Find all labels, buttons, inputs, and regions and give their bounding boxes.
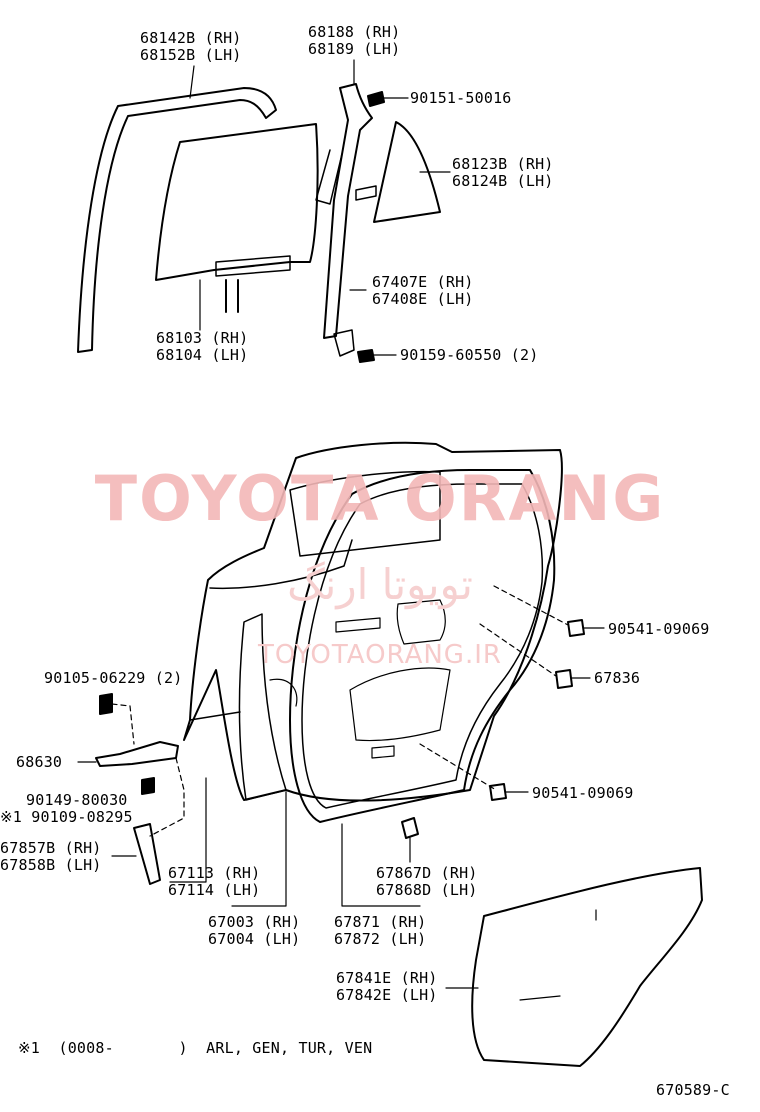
glass-run-channel xyxy=(77,87,277,353)
division-bar xyxy=(315,83,377,357)
door-weatherstrip xyxy=(289,469,556,823)
quarter-glass xyxy=(373,121,441,223)
label-67857B: 67857B (RH) xyxy=(0,839,102,857)
label-90541-upper: 90541-09069 xyxy=(608,620,710,638)
label-68104: 68104 (LH) xyxy=(156,346,249,364)
label-90149: 90149-80030 xyxy=(26,791,128,809)
label-67114: 67114 (LH) xyxy=(168,881,261,899)
label-90159: 90159-60550 (2) xyxy=(400,346,539,364)
door-trim-board xyxy=(445,867,703,1067)
door-check-cover xyxy=(111,823,161,885)
clip-90541-lower xyxy=(489,783,529,801)
label-68152B: 68152B (LH) xyxy=(140,46,242,64)
watermark-main: TOYOTA ORANG xyxy=(94,462,666,535)
label-90105: 90105-06229 (2) xyxy=(44,669,183,687)
footnote: ※1 (0008- ) ARL, GEN, TUR, VEN xyxy=(18,1039,373,1057)
label-67872: 67872 (LH) xyxy=(334,930,427,948)
label-67858B: 67858B (LH) xyxy=(0,856,102,874)
door-glass xyxy=(155,123,319,313)
label-90541-lower: 90541-09069 xyxy=(532,784,634,802)
label-67836: 67836 xyxy=(594,669,641,687)
label-68124B: 68124B (LH) xyxy=(452,172,554,190)
label-67407E: 67407E (RH) xyxy=(372,273,474,291)
label-67867D: 67867D (RH) xyxy=(376,864,478,882)
label-67408E: 67408E (LH) xyxy=(372,290,474,308)
label-68103: 68103 (RH) xyxy=(156,329,249,347)
screw-90151 xyxy=(367,91,409,107)
label-67113: 67113 (RH) xyxy=(168,864,261,882)
label-67841E: 67841E (RH) xyxy=(336,969,438,987)
label-67868D: 67868D (LH) xyxy=(376,881,478,899)
label-67871: 67871 (RH) xyxy=(334,913,427,931)
door-check xyxy=(77,693,179,795)
label-68123B: 68123B (RH) xyxy=(452,155,554,173)
label-90109: ※1 90109-08295 xyxy=(0,808,133,826)
label-67842E: 67842E (LH) xyxy=(336,986,438,1004)
label-68188: 68188 (RH) xyxy=(308,23,401,41)
diagram-code: 670589-C xyxy=(656,1081,730,1099)
clip-90541-upper xyxy=(567,619,605,637)
watermark-arabic: تویوتا ارنگ xyxy=(287,560,473,609)
clip-67867D xyxy=(401,817,419,863)
label-67004: 67004 (LH) xyxy=(208,930,301,948)
clip-67836 xyxy=(555,669,591,689)
door-frame-strip xyxy=(238,613,287,801)
label-90151: 90151-50016 xyxy=(410,89,512,107)
label-68189: 68189 (LH) xyxy=(308,40,401,58)
label-68630: 68630 xyxy=(16,753,63,771)
label-68142B: 68142B (RH) xyxy=(140,29,242,47)
screw-90159 xyxy=(357,349,397,363)
label-67003: 67003 (RH) xyxy=(208,913,301,931)
watermark-site: TOYOTAORANG.IR xyxy=(258,640,502,670)
